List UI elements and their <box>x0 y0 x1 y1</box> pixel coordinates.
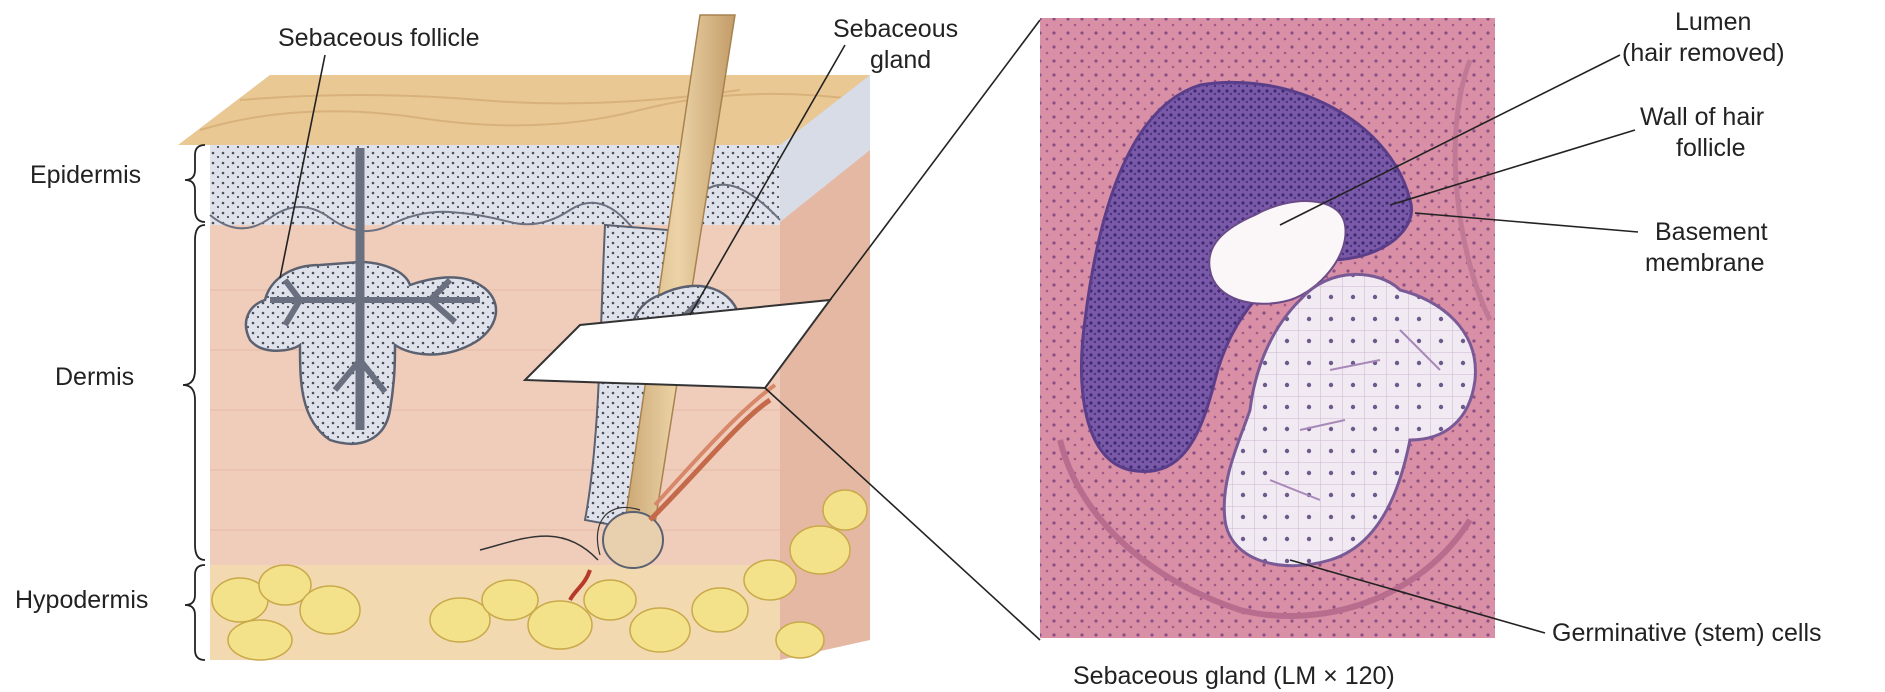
label-basement-2: membrane <box>1645 249 1765 277</box>
label-lumen-1: Lumen <box>1675 8 1751 36</box>
label-dermis: Dermis <box>55 363 134 391</box>
label-wall-1: Wall of hair <box>1640 103 1764 131</box>
label-lumen-2: (hair removed) <box>1622 39 1785 67</box>
skin-surface <box>178 75 870 145</box>
label-sebaceous-gland-2: gland <box>870 46 931 74</box>
label-hypodermis: Hypodermis <box>15 586 148 614</box>
label-sebaceous-gland-1: Sebaceous <box>833 15 958 43</box>
skin-block-illustration <box>178 15 870 660</box>
micrograph-caption: Sebaceous gland (LM × 120) <box>1073 662 1395 690</box>
label-sebaceous-follicle: Sebaceous follicle <box>278 24 480 52</box>
label-basement-1: Basement <box>1655 218 1768 246</box>
label-epidermis: Epidermis <box>30 161 141 189</box>
micrograph <box>1040 18 1495 638</box>
label-wall-2: follicle <box>1676 134 1745 162</box>
layer-braces <box>183 145 205 660</box>
label-germinative: Germinative (stem) cells <box>1552 619 1822 647</box>
